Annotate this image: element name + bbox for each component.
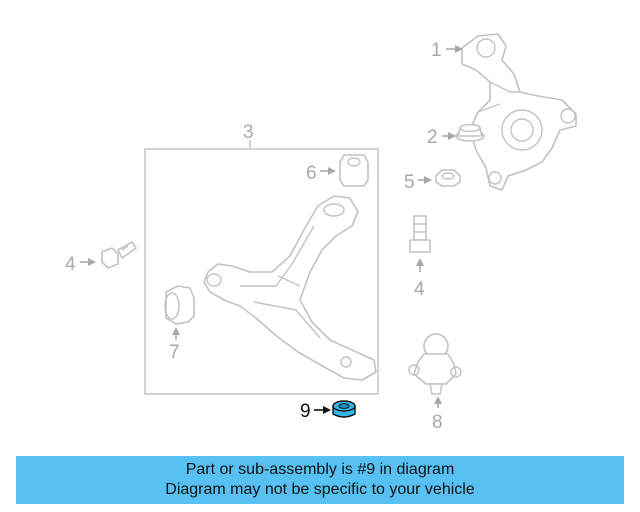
callout-7: 7 (169, 342, 180, 363)
lower-control-arm[interactable] (203, 195, 377, 381)
callout-5: 5 (404, 172, 415, 193)
callout-9: 9 (300, 401, 311, 422)
bolt-part-4-left[interactable] (101, 241, 137, 269)
steering-knuckle-part[interactable] (461, 33, 577, 191)
bushing-part-6[interactable] (339, 154, 369, 187)
nut-part-5[interactable] (435, 169, 461, 187)
ball-joint-part-8[interactable] (408, 333, 462, 395)
callout-1: 1 (431, 40, 442, 61)
callout-2: 2 (427, 127, 438, 148)
nut-part-2[interactable] (455, 123, 485, 142)
assembly-frame (144, 148, 379, 395)
bolt-part-4-right[interactable] (409, 215, 431, 253)
callout-6: 6 (306, 163, 317, 184)
callout-4-right: 4 (414, 279, 425, 300)
info-banner: Part or sub-assembly is #9 in diagram Di… (16, 456, 624, 504)
callout-3: 3 (243, 122, 254, 143)
callout-8: 8 (432, 412, 443, 433)
banner-line-2: Diagram may not be specific to your vehi… (165, 481, 475, 498)
callout-4-left: 4 (65, 254, 76, 275)
banner-line-1: Part or sub-assembly is #9 in diagram (185, 461, 455, 478)
bushing-part-7[interactable] (164, 285, 195, 325)
bushing-part-9-highlighted[interactable] (332, 400, 356, 418)
